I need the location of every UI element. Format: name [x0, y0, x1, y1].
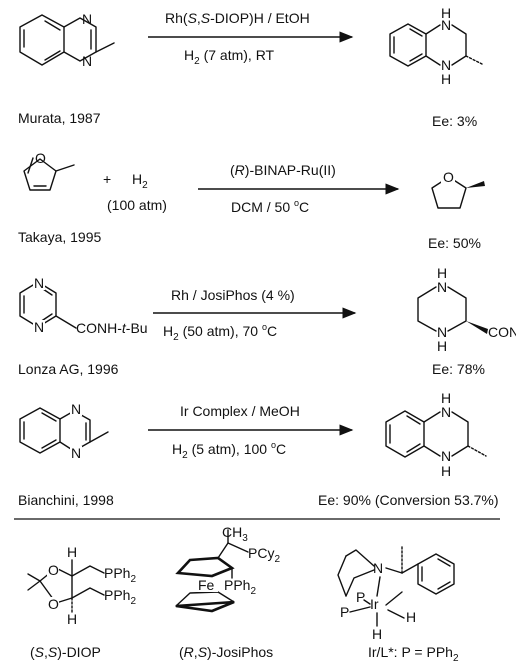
atom-ir: Ir — [370, 596, 379, 612]
author-label: Takaya, 1995 — [18, 229, 101, 245]
quinoxaline-structure: N N — [19, 401, 109, 461]
atom-h: H — [441, 5, 451, 21]
atom-pph2: PPh2 — [224, 577, 256, 597]
atom-o: O — [443, 169, 454, 185]
ligand-name: Ir/L*: P = PPh2 — [368, 644, 459, 664]
atom-n: N — [437, 324, 447, 340]
atom-pph2: PPh2 — [104, 565, 136, 585]
ligand-josiphos: Fe CH3 PCy2 PPh2 (R,S)-JosiPhos — [175, 524, 280, 660]
condition-bottom: H2 (50 atm), 70 oC — [163, 322, 277, 343]
quinoxaline-structure: N N — [19, 11, 115, 69]
atom-p: P — [340, 604, 349, 620]
atom-n: N — [82, 11, 92, 27]
atom-n: N — [34, 275, 44, 291]
atom-n: N — [82, 53, 92, 69]
condition-top: Rh / JosiPhos (4 %) — [171, 287, 295, 303]
reaction-3: N N CONH-t-Bu Lonza AG, 1996 Rh / JosiPh… — [18, 265, 516, 377]
atom-n: N — [34, 319, 44, 335]
atom-n: N — [441, 57, 451, 73]
atom-pph2: PPh2 — [104, 587, 136, 607]
ee-label: Ee: 90% (Conversion 53.7%) — [318, 492, 499, 508]
atom-n: N — [373, 560, 383, 576]
pressure-label: (100 atm) — [107, 197, 167, 213]
condition-bottom: DCM / 50 oC — [231, 198, 309, 215]
atom-p: P — [356, 589, 365, 605]
atom-h: H — [441, 390, 451, 406]
condition-bottom: H2 (7 atm), RT — [184, 47, 275, 67]
reaction-1: N N Murata, 1987 Rh(S,S-DIOP)H / EtOH H2… — [18, 5, 483, 129]
atom-n: N — [437, 279, 447, 295]
condition-bottom: H2 (5 atm), 100 oC — [172, 440, 286, 461]
atom-h: H — [67, 611, 77, 627]
ligand-name: (R,S)-JosiPhos — [179, 644, 273, 660]
atom-h: H — [437, 338, 447, 354]
ee-label: Ee: 78% — [432, 361, 485, 377]
atom-h: H — [372, 626, 382, 642]
tetrahydroquinoxaline-structure: N H N H — [385, 390, 487, 479]
pyrazine-structure: N N CONH-t-Bu — [19, 275, 148, 336]
atom-o: O — [35, 150, 46, 166]
atom-ch3: CH3 — [222, 524, 248, 544]
atom-n: N — [441, 404, 451, 420]
ligand-ir-complex: N P P Ir H H Ir/L*: P = PPh2 — [337, 545, 459, 664]
atom-n: N — [71, 445, 81, 461]
piperazine-structure: N H N H CONH-t-Bu — [417, 265, 516, 354]
condition-top: (R)-BINAP-Ru(II) — [230, 162, 336, 178]
atom-h: H — [67, 544, 77, 560]
reaction-4: N N Bianchini, 1998 Ir Complex / MeOH H2… — [18, 390, 499, 508]
atom-o: O — [48, 596, 59, 612]
ee-label: Ee: 50% — [428, 235, 481, 251]
reaction-2: O + H2 (100 atm) Takaya, 1995 (R)-BINAP-… — [18, 150, 485, 251]
condition-top: Ir Complex / MeOH — [180, 403, 300, 419]
hydrogen-reagent: H2 — [132, 171, 148, 191]
atom-pcy2: PCy2 — [248, 545, 280, 565]
atom-h: H — [441, 463, 451, 479]
methylfuran-structure: O — [23, 150, 75, 191]
ligand-diop: O O H H PPh2 PPh2 (S,S)-DIOP — [27, 544, 136, 660]
atom-o: O — [48, 562, 59, 578]
substituent-label: CONH-t-Bu — [76, 320, 148, 336]
author-label: Bianchini, 1998 — [18, 492, 114, 508]
atom-n: N — [71, 401, 81, 417]
substituent-label: CONH-t-Bu — [488, 324, 516, 340]
ligand-name: (S,S)-DIOP — [30, 644, 101, 660]
plus-sign: + — [103, 171, 111, 187]
condition-top: Rh(S,S-DIOP)H / EtOH — [165, 10, 310, 26]
ee-label: Ee: 3% — [432, 113, 477, 129]
atom-h: H — [406, 609, 416, 625]
atom-h: H — [441, 71, 451, 87]
methyltetrahydrofuran-structure: O — [431, 168, 485, 209]
atom-fe: Fe — [198, 577, 215, 593]
author-label: Lonza AG, 1996 — [18, 361, 119, 377]
atom-n: N — [441, 17, 451, 33]
atom-n: N — [441, 448, 451, 464]
tetrahydroquinoxaline-structure: N H N H — [389, 5, 483, 87]
atom-h: H — [437, 265, 447, 281]
author-label: Murata, 1987 — [18, 110, 101, 126]
